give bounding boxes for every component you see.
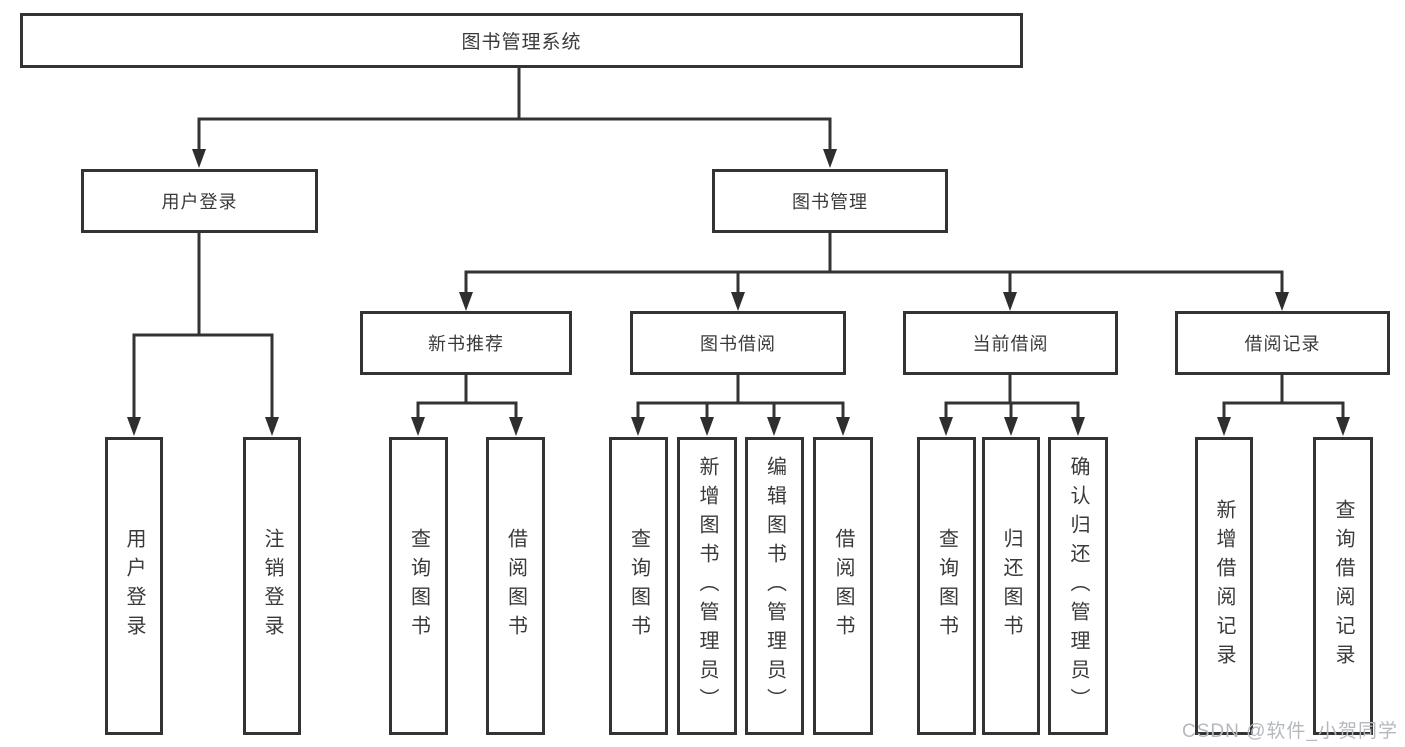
node-current-borrow: 当前借阅 xyxy=(903,311,1118,375)
edge-root-to-level2-arrowheads xyxy=(192,149,837,168)
leaf-return-book-label: 归还图书 xyxy=(1000,528,1022,644)
node-book-management-label: 图书管理 xyxy=(792,192,868,212)
leaf-query-books-current: 查询图书 xyxy=(917,437,976,735)
leaf-confirm-return-admin: 确认归还（管理员） xyxy=(1048,437,1108,735)
edge-bookmgmt-to-level3 xyxy=(464,231,1284,295)
leaf-query-borrow-record-label: 查询借阅记录 xyxy=(1332,499,1354,673)
leaf-query-books-current-label: 查询图书 xyxy=(935,528,958,644)
node-book-borrow: 图书借阅 xyxy=(630,311,846,375)
leaf-borrow-books-recommend-label: 借阅图书 xyxy=(504,528,527,644)
edge-newbook-arrowheads xyxy=(411,417,523,436)
node-new-book-recommend: 新书推荐 xyxy=(360,311,572,375)
leaf-confirm-return-admin-label: 确认归还（管理员） xyxy=(1067,455,1089,717)
leaf-logout: 注销登录 xyxy=(243,437,301,735)
edge-line xyxy=(1222,373,1345,420)
node-book-management: 图书管理 xyxy=(712,169,948,233)
node-root-system: 图书管理系统 xyxy=(20,13,1023,68)
edge-bookborrow-to-leaves xyxy=(636,373,845,420)
leaf-add-book-admin-label: 新增图书（管理员） xyxy=(696,455,718,717)
leaf-query-borrow-record: 查询借阅记录 xyxy=(1313,437,1373,735)
leaf-logout-label: 注销登录 xyxy=(261,528,283,644)
edge-line xyxy=(132,231,274,420)
node-borrow-records: 借阅记录 xyxy=(1175,311,1390,375)
node-user-login: 用户登录 xyxy=(81,169,318,233)
node-user-login-label: 用户登录 xyxy=(161,192,238,212)
edge-userlogin-to-leaves xyxy=(132,231,274,420)
leaf-user-login: 用户登录 xyxy=(105,437,163,735)
edge-records-to-leaves xyxy=(1222,373,1345,420)
leaf-add-book-admin: 新增图书（管理员） xyxy=(677,437,737,735)
leaf-query-books-recommend-label: 查询图书 xyxy=(407,528,430,644)
leaf-add-borrow-record: 新增借阅记录 xyxy=(1195,437,1253,735)
watermark: CSDN @软件_小贺同学 xyxy=(1182,721,1398,742)
leaf-add-borrow-record-label: 新增借阅记录 xyxy=(1213,499,1235,673)
node-current-borrow-label: 当前借阅 xyxy=(972,334,1049,354)
leaf-borrow-books-recommend: 借阅图书 xyxy=(486,437,545,735)
edge-userlogin-arrowheads xyxy=(127,417,279,436)
leaf-query-books-recommend: 查询图书 xyxy=(389,437,448,735)
leaf-query-books-borrow: 查询图书 xyxy=(609,437,668,735)
edge-line xyxy=(944,373,1080,420)
leaf-borrow-books-label: 借阅图书 xyxy=(832,528,854,644)
leaf-borrow-books: 借阅图书 xyxy=(813,437,873,735)
edge-currentborrow-arrowheads xyxy=(939,417,1085,436)
leaf-query-books-borrow-label: 查询图书 xyxy=(627,528,650,644)
leaf-return-book: 归还图书 xyxy=(982,437,1040,735)
edge-bookborrow-arrowheads xyxy=(631,417,850,436)
leaf-user-login-label: 用户登录 xyxy=(123,528,145,644)
node-book-borrow-label: 图书借阅 xyxy=(700,334,776,354)
edge-line xyxy=(416,373,518,420)
node-borrow-records-label: 借阅记录 xyxy=(1244,334,1321,354)
leaf-edit-book-admin-label: 编辑图书（管理员） xyxy=(763,455,786,717)
edge-line xyxy=(636,373,845,420)
node-root-system-label: 图书管理系统 xyxy=(461,32,582,53)
edge-currentborrow-to-leaves xyxy=(944,373,1080,420)
leaf-edit-book-admin: 编辑图书（管理员） xyxy=(745,437,804,735)
edge-root-to-level2 xyxy=(197,66,832,152)
edge-line xyxy=(464,231,1284,295)
edge-bookmgmt-arrowheads xyxy=(459,292,1289,311)
edge-line xyxy=(197,66,832,152)
edge-newbook-to-leaves xyxy=(416,373,518,420)
edge-records-arrowheads xyxy=(1217,417,1350,436)
node-new-book-recommend-label: 新书推荐 xyxy=(428,334,504,354)
